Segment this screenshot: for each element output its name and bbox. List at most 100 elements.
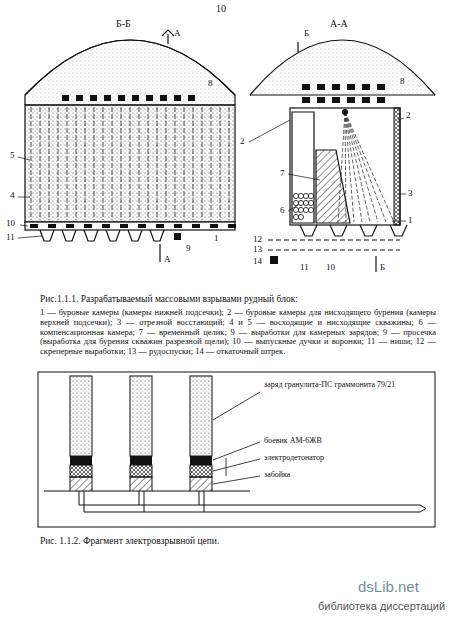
leader-line [213, 392, 260, 420]
section-mark: А [174, 28, 181, 38]
chamber-square [362, 84, 370, 90]
fan-borehole [345, 112, 362, 222]
borehole-line [157, 107, 158, 220]
rubble [293, 193, 298, 198]
chamber-square [317, 97, 325, 103]
chamber-square [118, 95, 125, 101]
borehole-line [49, 107, 50, 220]
chamber-square [377, 84, 385, 90]
section-arrow [375, 256, 376, 272]
borehole-line [76, 107, 77, 220]
primer [70, 456, 92, 465]
section-arrow [159, 244, 160, 262]
leader-line [18, 157, 30, 160]
ore-pass [268, 250, 400, 251]
chamber-square [302, 84, 310, 90]
borehole-line [121, 107, 122, 220]
wire [204, 491, 205, 512]
watermark: библиотека диссертаций [318, 600, 445, 613]
chamber-square [90, 95, 97, 101]
drill-chamber [156, 224, 164, 228]
watermark: dsLib.net [358, 578, 419, 595]
primer [130, 456, 152, 465]
borehole-line [229, 107, 230, 220]
callout-number: 13 [253, 244, 262, 254]
rubble [308, 193, 313, 198]
callout-number: 10 [6, 218, 15, 228]
part-label: заряд гранулита-ПС граммонита 79/21 [264, 380, 414, 389]
chamber-square [174, 95, 181, 101]
primer [190, 456, 212, 465]
wire [199, 491, 200, 505]
section-arrowhead [162, 30, 174, 36]
callout-number: 2 [240, 136, 245, 146]
stemming [70, 477, 92, 491]
legend-text: 1 — буровые камеры (камеры нижней подсеч… [40, 308, 436, 357]
page-number: 10 [216, 3, 226, 15]
fan-borehole [345, 112, 346, 222]
borehole-line [148, 107, 149, 220]
chamber-square [362, 97, 370, 103]
rubble [293, 214, 298, 219]
callout-number: 9 [186, 243, 191, 253]
callout-number: 7 [280, 168, 285, 178]
leader-line [18, 236, 42, 238]
leader-line [288, 205, 298, 211]
level-line [250, 94, 435, 95]
part-label: забойка [264, 470, 290, 479]
borehole-line [103, 107, 104, 220]
section-title: А-А [330, 18, 348, 30]
borehole-line [220, 107, 221, 220]
chamber-square [132, 95, 139, 101]
ore-block [25, 105, 235, 222]
fan-borehole [345, 112, 386, 222]
draw-funnel [40, 230, 54, 241]
figure-frame [38, 372, 435, 527]
rubble [308, 207, 313, 212]
ore-block [290, 108, 400, 225]
draw-funnel [106, 230, 120, 241]
callout-number: 6 [280, 205, 285, 215]
chamber-square [347, 97, 355, 103]
callout-number: 3 [408, 188, 413, 198]
chamber-square [160, 95, 167, 101]
drill-chamber [84, 224, 92, 228]
drill-chamber [120, 224, 128, 228]
borehole-line [202, 107, 203, 220]
drill-chamber [66, 224, 74, 228]
callout-number: 11 [300, 262, 309, 272]
fan-borehole [345, 112, 378, 222]
chamber-square [332, 97, 340, 103]
borehole-line [40, 107, 41, 220]
borehole-line [130, 107, 131, 220]
rubble [303, 193, 308, 198]
callout-number: 1 [214, 233, 219, 243]
detonator [70, 465, 92, 477]
ground-line [44, 490, 250, 491]
drill-chamber [102, 224, 110, 228]
dome-outline [25, 40, 235, 105]
section-mark: Б [304, 28, 309, 38]
callout-number: 14 [253, 256, 262, 266]
borehole-line [139, 107, 140, 220]
rubble [298, 200, 303, 205]
borehole-line [166, 107, 167, 220]
chamber-square [76, 95, 83, 101]
rubble [298, 207, 303, 212]
section-arrow [167, 34, 168, 44]
dome-arc [250, 40, 435, 95]
rubble [303, 207, 308, 212]
leader-line [213, 476, 260, 484]
callout-number: 11 [6, 232, 15, 242]
draw-funnel [330, 225, 347, 236]
chamber-square [332, 84, 340, 90]
part-label: боевик АМ-6ЖВ [264, 436, 322, 445]
drill-chamber [228, 224, 236, 228]
borehole-line [211, 107, 212, 220]
temporary-pillar [316, 150, 350, 223]
borehole-line [193, 107, 194, 220]
borehole-line [85, 107, 86, 220]
borehole-line [175, 107, 176, 220]
callout-number: 8 [208, 78, 213, 88]
drill-point [342, 109, 348, 115]
